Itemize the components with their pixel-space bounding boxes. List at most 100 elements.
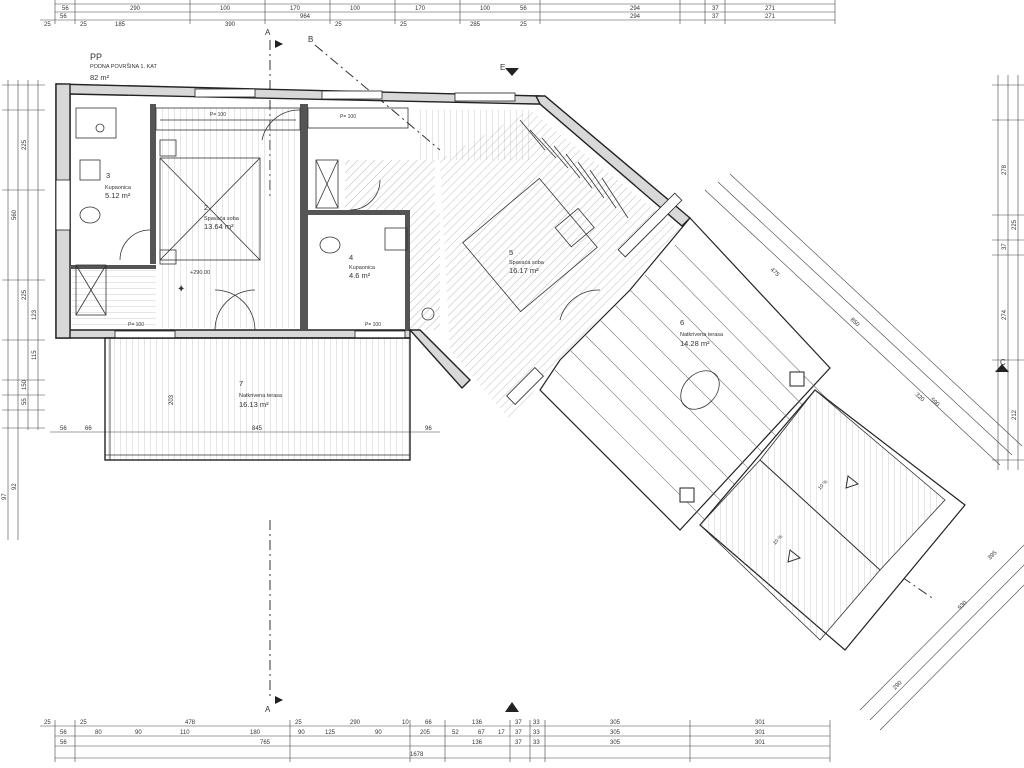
dim-diag-5: 395 — [987, 550, 999, 562]
room-name: Spavaća soba — [204, 216, 240, 222]
dim-bot2-16: 301 — [755, 730, 766, 736]
room-number: 6 — [680, 318, 684, 327]
dim-right-1: 278 — [1002, 164, 1008, 175]
room-7-label: 7 Natkrivena terasa 16.13 m² — [239, 379, 283, 409]
dim-bot2-4: 110 — [180, 730, 190, 736]
room-3-label: 3 Kupaonica 5.12 m² — [105, 171, 132, 200]
dim-diag-3: 320 — [914, 392, 926, 404]
dim-top-5: 100 — [350, 6, 361, 12]
dim-right-3: 37 — [1002, 243, 1008, 250]
dim-left-5: 115 — [32, 350, 38, 360]
dim-terr-4: 96 — [425, 426, 432, 432]
dim-top-9: 294 — [630, 6, 641, 12]
dim-left-1: 225 — [22, 139, 28, 150]
dim-bot1-4: 25 — [295, 720, 302, 726]
bottom-dimension-lines: 25 25 478 25 290 10 66 136 37 33 305 301… — [40, 720, 831, 762]
dim-bot2-15: 305 — [610, 730, 621, 736]
room-area: 14.28 m² — [680, 339, 710, 348]
dim-bot2-1: 56 — [60, 730, 67, 736]
dim-top-1: 56 — [62, 6, 69, 12]
dim-top2-3: 294 — [630, 14, 641, 20]
dim-top-6: 170 — [415, 6, 426, 12]
dim-diag-4: 590 — [929, 397, 941, 409]
dim-left-8: 92 — [12, 483, 18, 490]
dim-bot2-10: 52 — [452, 730, 459, 736]
section-marker-a-top: A — [265, 28, 271, 37]
diagonal-dimension-lines: 475 850 320 590 395 930 290 203 — [169, 173, 1024, 731]
dim-right-5: 212 — [1012, 409, 1018, 420]
dim-bot1-11: 305 — [610, 720, 621, 726]
right-dimension-lines: 278 225 37 274 212 — [992, 75, 1024, 470]
room-number: 3 — [106, 171, 110, 180]
dim-top2-5: 271 — [765, 14, 776, 20]
ramp-arrow-icon — [845, 475, 860, 489]
dim-top3-8: 25 — [520, 22, 527, 28]
dim-left-3: 225 — [22, 289, 28, 300]
ramp-arrow-icon — [787, 549, 802, 563]
dim-top3-4: 390 — [225, 22, 236, 28]
dim-top-11: 271 — [765, 6, 776, 12]
section-arrow-icon — [505, 702, 519, 712]
dim-top-8: 56 — [520, 6, 527, 12]
dim-diag-7: 290 — [892, 680, 904, 692]
dim-bot3-7: 301 — [755, 740, 766, 746]
dim-top2-1: 56 — [60, 14, 67, 20]
dim-bot2-12: 17 — [498, 730, 505, 736]
terrace-6 — [539, 217, 831, 531]
room-2-label: 2 Spavaća soba 13.64 m² — [204, 203, 240, 231]
room-area: 5.12 m² — [105, 191, 131, 200]
left-dimension-lines: 225 560 225 123 115 150 55 92 97 — [2, 80, 45, 540]
stair-marker-icon: ✦ — [177, 284, 185, 295]
dim-bot2-6: 90 — [298, 730, 305, 736]
dim-bot1-8: 136 — [472, 720, 483, 726]
dim-right-2: 225 — [1012, 219, 1018, 230]
dim-top-10: 37 — [712, 6, 719, 12]
dim-top3-7: 285 — [470, 22, 481, 28]
room-labels: 3 Kupaonica 5.12 m² 2 Spavaća soba 13.64… — [105, 171, 724, 409]
dim-bot1-6: 10 — [402, 720, 409, 726]
dim-bot1-5: 290 — [350, 720, 361, 726]
dim-bot2-8: 90 — [375, 730, 382, 736]
dim-bot2-2: 80 — [95, 730, 102, 736]
dim-bot3-6: 305 — [610, 740, 621, 746]
section-arrow-icon — [995, 364, 1009, 372]
top-dimension-lines: 56 290 100 170 100 170 100 56 294 37 271… — [40, 0, 836, 28]
dim-terr-2: 66 — [85, 426, 92, 432]
room-name: Natkrivena terasa — [239, 393, 283, 399]
plan-total-area: 82 m² — [90, 73, 110, 82]
dim-left-4: 123 — [32, 309, 38, 320]
dim-bot2-3: 90 — [135, 730, 142, 736]
room-name: Spavaća soba — [509, 260, 545, 266]
dim-top2-2: 964 — [300, 14, 311, 20]
dim-bot2-13: 37 — [515, 730, 522, 736]
window-label: P= 100 — [210, 112, 226, 118]
dim-left-9: 97 — [2, 493, 8, 500]
dim-top3-3: 185 — [115, 22, 126, 28]
room-area: 13.64 m² — [204, 222, 234, 231]
dim-bot3-5: 33 — [533, 740, 540, 746]
section-arrow-icon — [505, 68, 519, 76]
dim-left-2: 560 — [12, 209, 18, 220]
terrace-7 — [104, 337, 411, 461]
room-name: Natkrivena terasa — [680, 332, 724, 338]
room-area: 16.13 m² — [239, 400, 269, 409]
dim-bot1-10: 33 — [533, 720, 540, 726]
dim-top2-4: 37 — [712, 14, 719, 20]
dim-bot1-9: 37 — [515, 720, 522, 726]
room-number: 5 — [509, 248, 513, 257]
window-label: P= 100 — [340, 114, 356, 120]
dim-diag-1: 475 — [769, 267, 781, 279]
dim-diag-2: 850 — [849, 317, 861, 329]
room-area: 16.17 m² — [509, 266, 539, 275]
dim-bot1-12: 301 — [755, 720, 766, 726]
dim-bot2-11: 67 — [478, 730, 485, 736]
dim-bot3-2: 765 — [260, 740, 271, 746]
section-marker-c: C — [1000, 358, 1006, 367]
dim-bot2-5: 180 — [250, 730, 261, 736]
dim-diag-6: 930 — [957, 600, 969, 612]
room-name: Kupaonica — [105, 185, 132, 191]
dim-bot-total: 1678 — [410, 752, 424, 758]
section-arrow-icon — [275, 40, 283, 48]
dim-bot2-14: 33 — [533, 730, 540, 736]
